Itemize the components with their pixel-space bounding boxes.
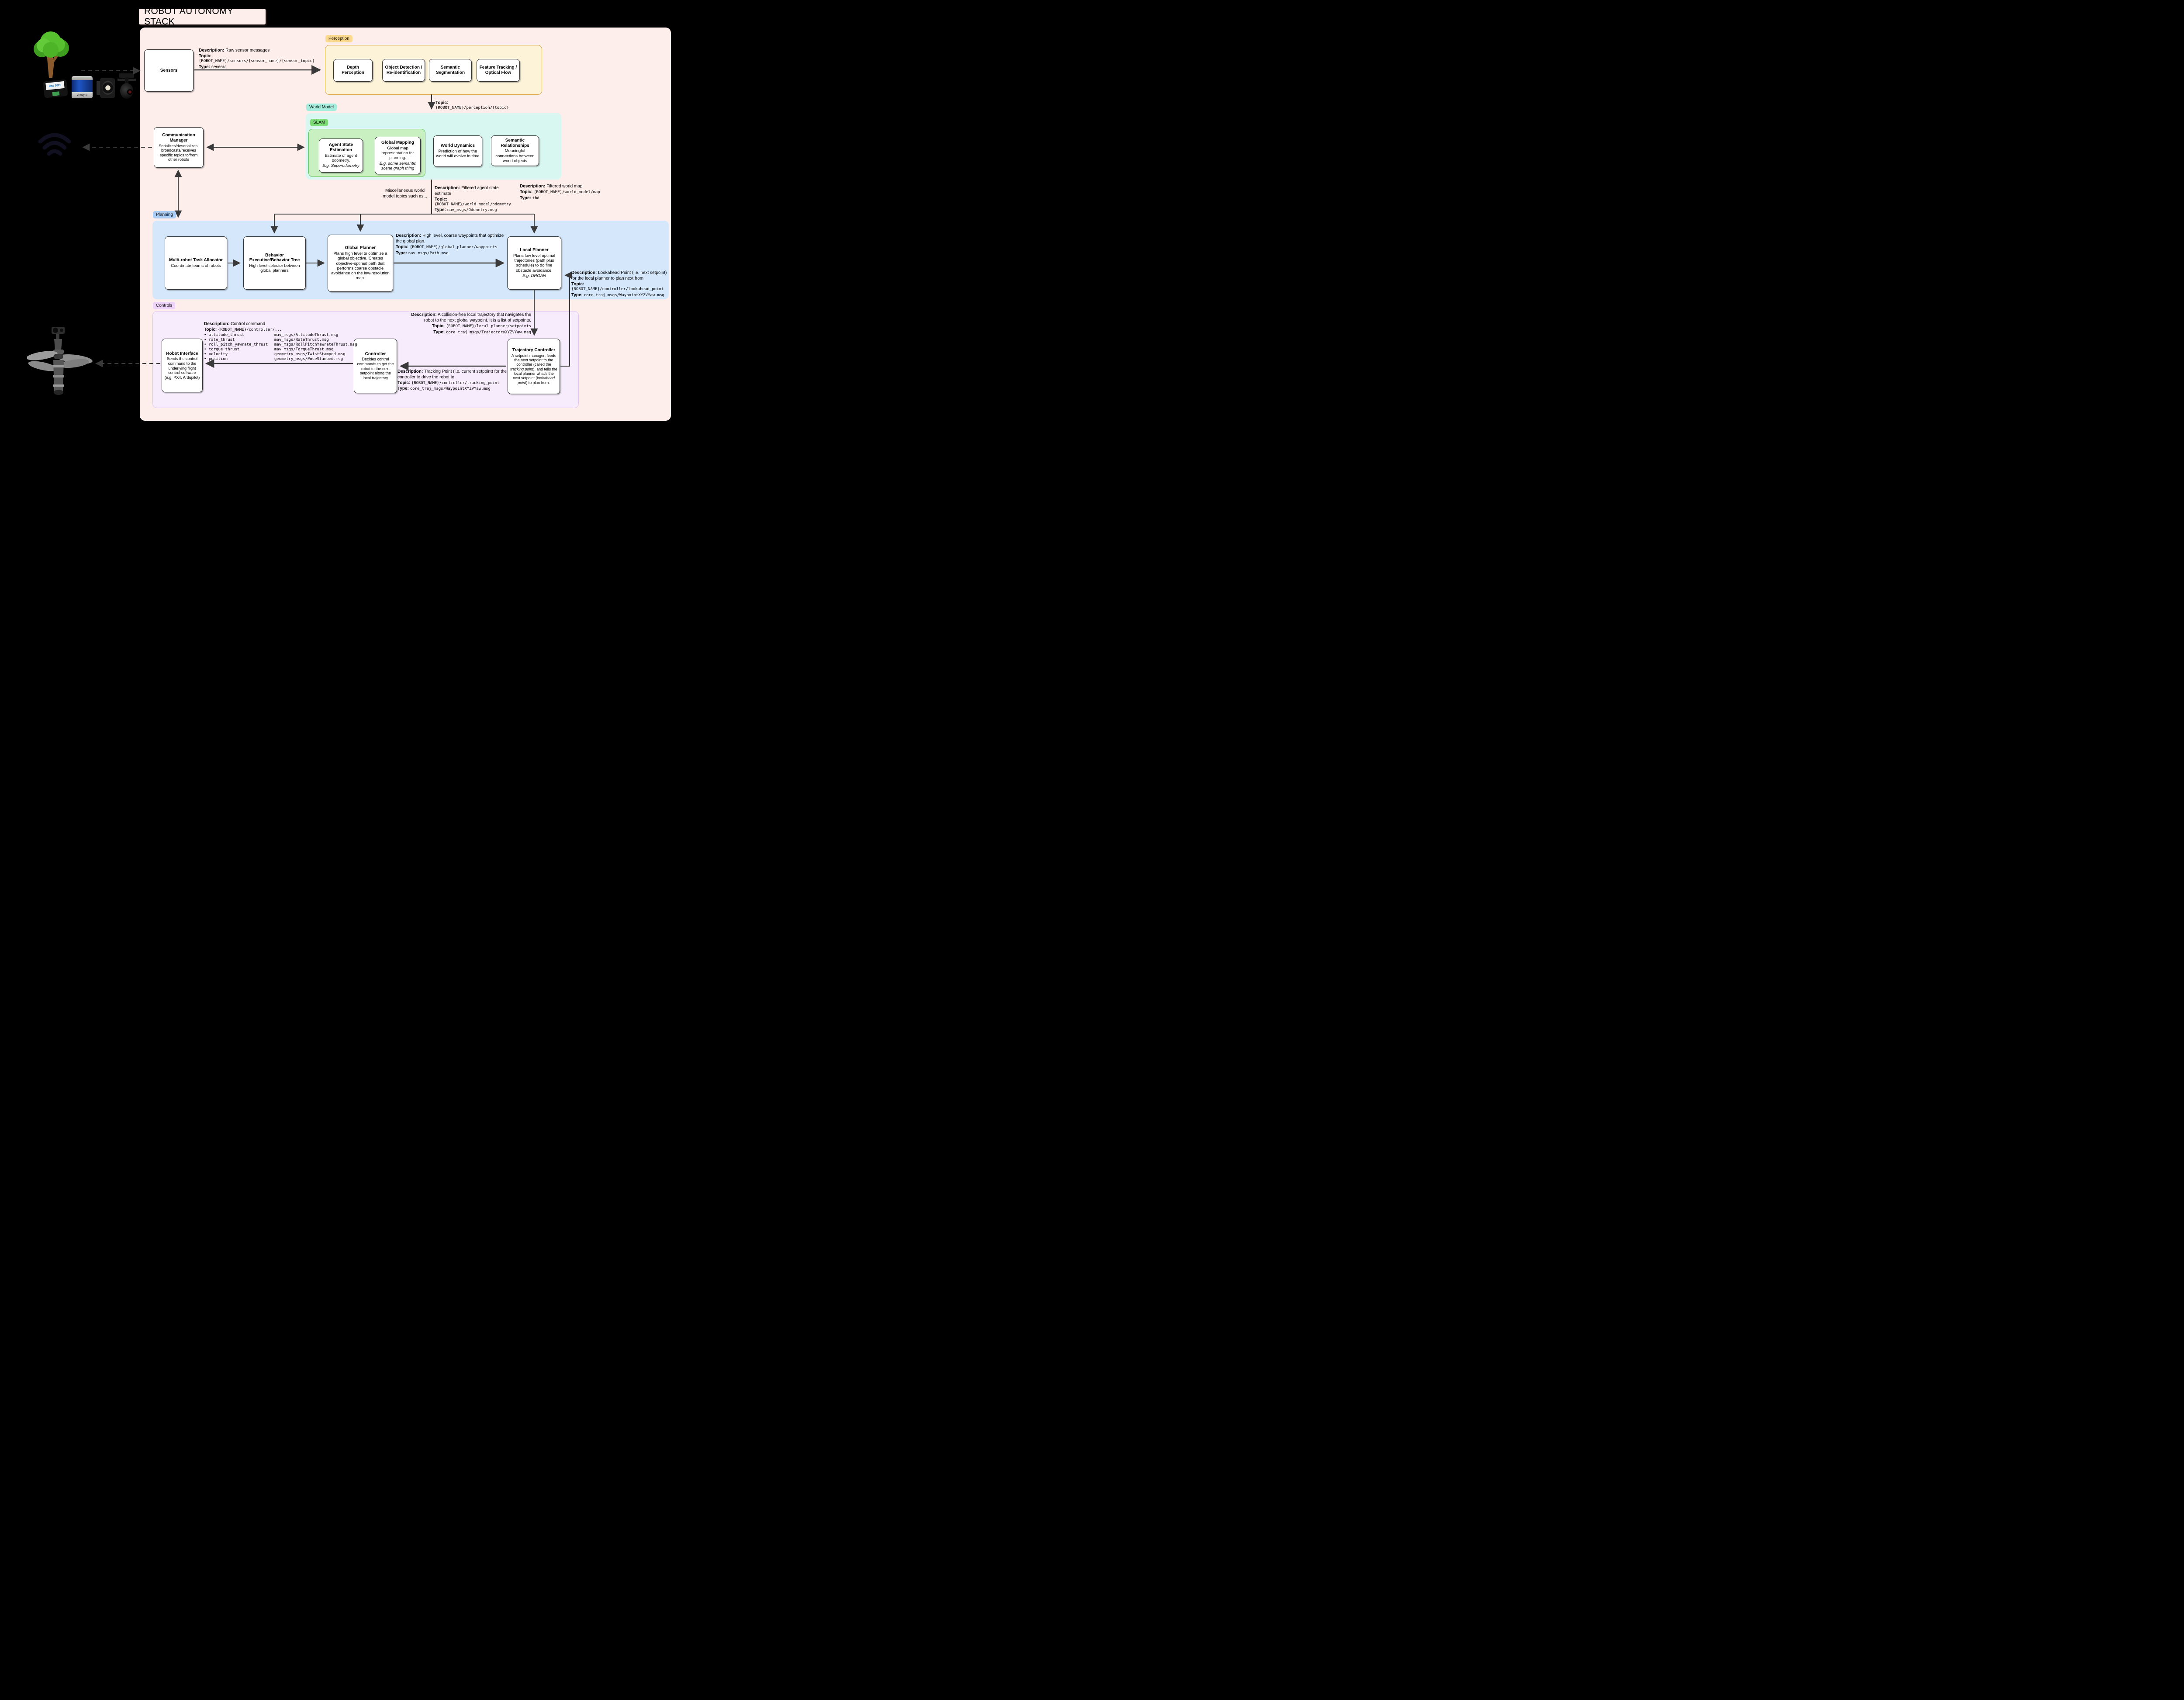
robot-autonomy-stack-diagram: ROBOT AUTONOMY STACK IMU 3025 Velodyne — [0, 0, 680, 425]
lookahead-topic-info: Description: Lookahead Point (i.e. next … — [571, 270, 667, 298]
global-mapping-box: Global Mapping Global map representation… — [375, 137, 421, 174]
world-dynamics-box: World Dynamics Prediction of how the wor… — [433, 135, 482, 167]
controller-box: Controller Decides control commands to g… — [354, 339, 397, 393]
controls-tag: Controls — [153, 302, 176, 309]
sensors-title: Sensors — [160, 68, 178, 73]
drone-image — [26, 323, 93, 398]
world-model-tag: World Model — [306, 104, 337, 111]
planning-tag: Planning — [153, 211, 176, 218]
waypoints-topic-info: Description: High level, coarse waypoint… — [396, 233, 504, 256]
robot-interface-box: Robot Interface Sends the control comman… — [162, 339, 203, 392]
lidar-image: Velodyne — [70, 76, 94, 99]
trajectory-controller-box: Trajectory Controller A setpoint manager… — [508, 339, 560, 394]
connector-arrows — [81, 65, 572, 371]
global-planner-box: Global Planner Plans high level to optim… — [328, 235, 393, 292]
tracking-topic-info: Description: Tracking Point (i.e. curren… — [397, 369, 507, 391]
tree-image — [29, 30, 73, 79]
semantic-relationships-box: Semantic Relationships Meaningful connec… — [491, 135, 539, 166]
setpoints-topic-info: Description: A collision-free local traj… — [411, 312, 531, 335]
slam-tag: SLAM — [310, 119, 328, 126]
sensors-topic-info: Description: Raw sensor messages Topic: … — [199, 48, 315, 69]
odometry-topic-info: Description: Filtered agent state estima… — [435, 186, 511, 213]
perception-tag: Perception — [325, 35, 352, 42]
semantic-segmentation-box: Semantic Segmentation — [429, 59, 472, 82]
wifi-icon — [37, 130, 73, 158]
task-allocator-box: Multi-robot Task Allocator Coordinate te… — [165, 236, 227, 290]
local-planner-box: Local Planner Plans low level optimal tr… — [507, 236, 561, 290]
page-title: ROBOT AUTONOMY STACK — [139, 6, 266, 27]
gimbal-camera-image — [117, 73, 137, 100]
velodyne-label: Velodyne — [76, 94, 88, 97]
feature-tracking-box: Feature Tracking / Optical Flow — [477, 59, 520, 82]
sensors-box: Sensors — [144, 49, 194, 92]
behavior-executive-box: Behavior Executive/Behavior Tree High le… — [243, 236, 306, 290]
control-command-info: Description: Control command Topic: {ROB… — [204, 321, 361, 362]
thermal-camera-image — [97, 78, 115, 98]
misc-world-model-note: Miscellaneous world model topics such as… — [383, 188, 427, 199]
agent-state-estimation-box: Agent State Estimation Estimate of agent… — [319, 138, 363, 173]
object-detection-box: Object Detection / Re-identification — [382, 59, 425, 82]
trajectory-controller-body: A setpoint manager: feeds the next setpo… — [510, 353, 557, 385]
page-title-text: ROBOT AUTONOMY STACK — [144, 6, 233, 27]
perception-out-topic: Topic: {ROBOT_NAME}/perception/{topic} — [435, 100, 509, 110]
control-command-topic-list: attitude_thrustmav_msgs/AttitudeThrust.m… — [204, 333, 361, 362]
communication-manager-box: Communication Manager Serializes/deseria… — [154, 127, 204, 168]
depth-perception-box: Depth Perception — [333, 59, 373, 82]
map-topic-info: Description: Filtered world map Topic: {… — [520, 184, 600, 201]
